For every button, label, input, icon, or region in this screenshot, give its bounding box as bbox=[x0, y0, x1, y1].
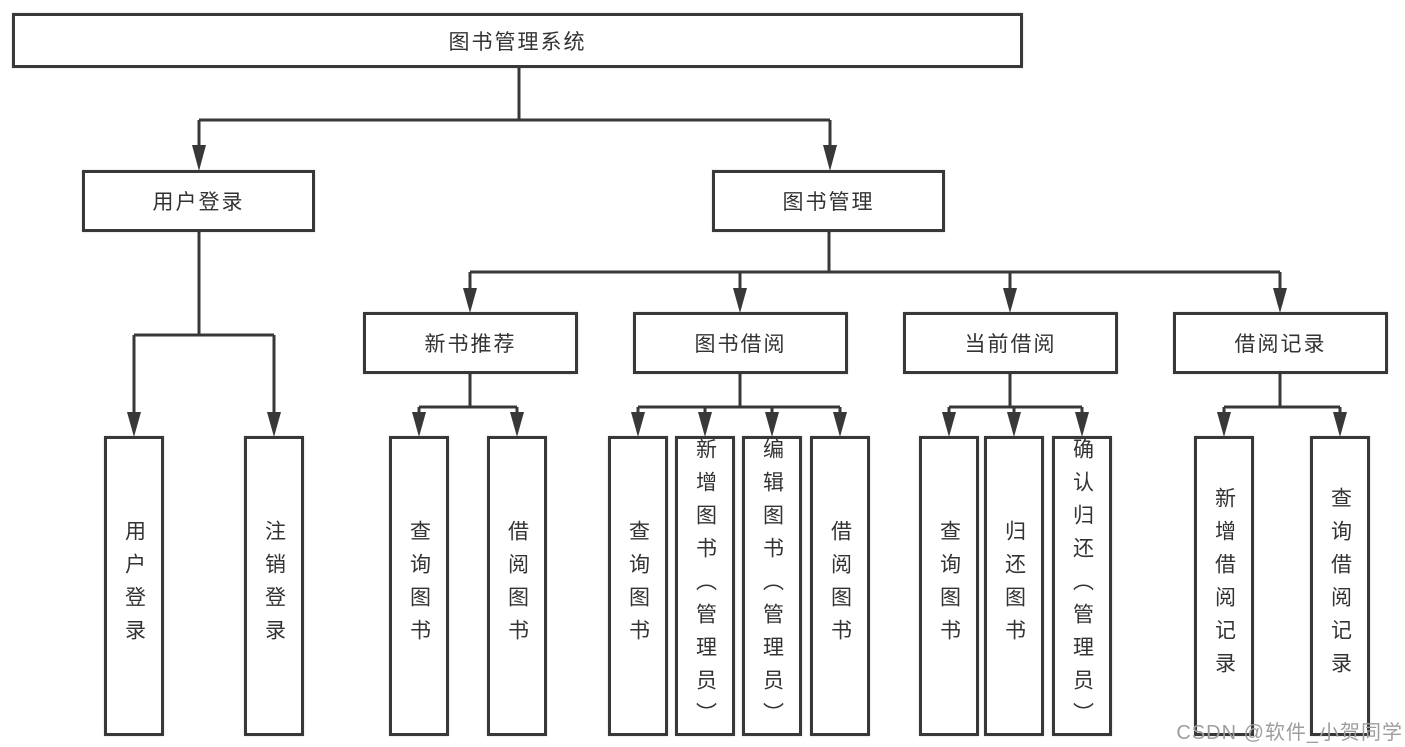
node-book-management: 图书管理 bbox=[712, 170, 945, 232]
arrow-bb-leaf-4 bbox=[833, 412, 847, 437]
node-user-login-label: 用户登录 bbox=[152, 191, 245, 214]
node-borrow-records-label: 借阅记录 bbox=[1234, 333, 1327, 356]
leaf-bb-add-books-admin-label: 新增图书（管理员） bbox=[693, 437, 717, 735]
node-borrow-records: 借阅记录 bbox=[1173, 312, 1388, 374]
arrow-to-user-login bbox=[192, 145, 206, 171]
leaf-bb-borrow-books-label: 借阅图书 bbox=[828, 520, 852, 652]
arrow-to-book-borrow bbox=[733, 288, 747, 313]
arrow-to-new-book-recommend bbox=[463, 288, 477, 313]
leaf-bb-query-books: 查询图书 bbox=[608, 436, 668, 736]
node-root-label: 图书管理系统 bbox=[448, 30, 587, 54]
arrow-bb-leaf-2 bbox=[698, 412, 712, 437]
node-new-book-recommend-label: 新书推荐 bbox=[424, 333, 517, 356]
node-current-borrow-label: 当前借阅 bbox=[964, 333, 1057, 356]
leaf-cb-confirm-return-admin: 确认归还（管理员） bbox=[1052, 436, 1112, 736]
node-current-borrow: 当前借阅 bbox=[903, 312, 1118, 374]
leaf-user-login: 用户登录 bbox=[104, 436, 164, 736]
csdn-watermark: CSDN @软件_小贺同学 bbox=[1176, 722, 1403, 744]
leaf-cb-query-books: 查询图书 bbox=[919, 436, 979, 736]
leaf-bb-query-books-label: 查询图书 bbox=[626, 520, 650, 652]
leaf-br-add-record-label: 新增借阅记录 bbox=[1212, 487, 1236, 685]
arrow-bb-leaf-3 bbox=[765, 412, 779, 437]
arrow-to-leaf-user-login bbox=[127, 412, 141, 437]
connector-book-management-to-sections bbox=[468, 232, 1282, 290]
node-root-system: 图书管理系统 bbox=[12, 13, 1023, 68]
leaf-nbr-borrow-books: 借阅图书 bbox=[487, 436, 547, 736]
leaf-cb-query-books-label: 查询图书 bbox=[937, 520, 961, 652]
leaf-logout-login: 注销登录 bbox=[244, 436, 304, 736]
arrow-cb-leaf-1 bbox=[942, 412, 956, 437]
connector-new-book-recommend-to-leaves bbox=[417, 374, 519, 414]
leaf-cb-return-books: 归还图书 bbox=[984, 436, 1044, 736]
arrow-nbr-leaf-1 bbox=[412, 412, 426, 437]
arrow-to-current-borrow bbox=[1003, 288, 1017, 313]
connector-current-borrow-to-leaves bbox=[947, 374, 1084, 414]
node-book-management-label: 图书管理 bbox=[782, 191, 875, 214]
leaf-nbr-query-books-label: 查询图书 bbox=[407, 520, 431, 652]
arrow-br-leaf-1 bbox=[1217, 412, 1231, 437]
arrow-bb-leaf-1 bbox=[631, 412, 645, 437]
connector-root-to-level2 bbox=[197, 68, 832, 150]
node-book-borrow-label: 图书借阅 bbox=[694, 333, 787, 356]
arrow-nbr-leaf-2 bbox=[510, 412, 524, 437]
arrow-to-borrow-records bbox=[1273, 288, 1287, 313]
leaf-br-query-record: 查询借阅记录 bbox=[1310, 436, 1370, 736]
leaf-nbr-query-books: 查询图书 bbox=[389, 436, 449, 736]
leaf-bb-edit-books-admin-label: 编辑图书（管理员） bbox=[760, 437, 784, 735]
leaf-logout-login-label: 注销登录 bbox=[262, 520, 286, 652]
leaf-bb-add-books-admin: 新增图书（管理员） bbox=[675, 436, 735, 736]
connector-book-borrow-to-leaves bbox=[636, 374, 842, 414]
connector-user-login-to-children bbox=[132, 232, 276, 414]
node-user-login: 用户登录 bbox=[82, 170, 315, 232]
node-new-book-recommend: 新书推荐 bbox=[363, 312, 578, 374]
leaf-bb-edit-books-admin: 编辑图书（管理员） bbox=[742, 436, 802, 736]
arrow-cb-leaf-3 bbox=[1075, 412, 1089, 437]
leaf-user-login-label: 用户登录 bbox=[122, 520, 146, 652]
arrow-to-book-management bbox=[823, 145, 837, 171]
connector-borrow-records-to-leaves bbox=[1222, 374, 1342, 414]
arrow-to-leaf-logout bbox=[267, 412, 281, 437]
leaf-cb-return-books-label: 归还图书 bbox=[1002, 520, 1026, 652]
leaf-bb-borrow-books: 借阅图书 bbox=[810, 436, 870, 736]
leaf-nbr-borrow-books-label: 借阅图书 bbox=[505, 520, 529, 652]
leaf-br-query-record-label: 查询借阅记录 bbox=[1328, 487, 1352, 685]
arrow-cb-leaf-2 bbox=[1007, 412, 1021, 437]
node-book-borrow: 图书借阅 bbox=[633, 312, 848, 374]
arrow-br-leaf-2 bbox=[1333, 412, 1347, 437]
leaf-br-add-record: 新增借阅记录 bbox=[1194, 436, 1254, 736]
leaf-cb-confirm-return-admin-label: 确认归还（管理员） bbox=[1070, 437, 1094, 735]
